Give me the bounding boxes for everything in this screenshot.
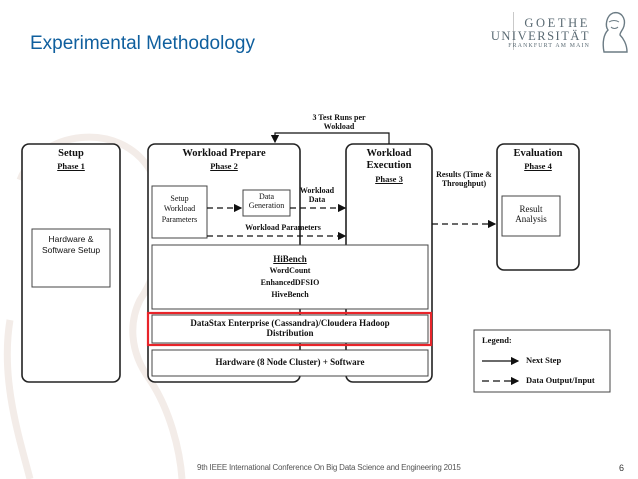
distribution-highlight	[146, 311, 433, 347]
arrow-test-runs-loop	[270, 132, 390, 144]
legend-title: Legend:	[482, 335, 512, 345]
result-analysis-label: Result Analysis	[515, 204, 547, 225]
phase-title-evaluation: Evaluation	[513, 148, 563, 159]
hibench-item-wordcount: WordCount	[269, 266, 311, 275]
phase-label-4: Phase 4	[524, 161, 552, 171]
data-generation-box	[242, 189, 291, 217]
legend-data-io: Data Output/Input	[526, 375, 595, 385]
hw-sw-setup-label: Hardware & Software Setup	[41, 234, 101, 256]
hibench-item-hivebench: HiveBench	[271, 290, 309, 299]
logo-frankfurt: FRANKFURT AM MAIN	[508, 43, 590, 49]
hardware-cluster-box	[151, 349, 429, 377]
logo-universitaet: UNIVERSITÄT	[490, 29, 590, 43]
workload-data-label: Workload Data	[299, 186, 335, 205]
phase-label-2: Phase 2	[210, 161, 238, 171]
workload-parameters-label: Workload Parameters	[245, 223, 321, 232]
logo-divider	[513, 12, 514, 50]
logo-goethe: GOETHE	[524, 16, 590, 30]
goethe-portrait-logo-icon	[602, 11, 628, 53]
hibench-item-enhanceddfsio: EnhancedDFSIO	[260, 278, 320, 287]
setup-workload-params-box	[151, 185, 208, 239]
data-generation-label: Data Generation	[248, 192, 285, 211]
hibench-title: HiBench	[273, 254, 307, 264]
phase-label-3: Phase 3	[375, 174, 403, 184]
result-analysis-box	[501, 195, 561, 237]
legend-next-step: Next Step	[526, 355, 562, 365]
results-label: Results (Time & Throughput)	[436, 170, 492, 189]
phase-title-prepare: Workload Prepare	[182, 148, 266, 159]
distribution-box	[151, 314, 429, 344]
footer-conference: 9th IEEE International Conference On Big…	[197, 463, 461, 472]
top-note-test-runs: 3 Test Runs per Wokload	[312, 113, 366, 132]
phase-title-setup: Setup	[58, 148, 84, 159]
distribution-label: DataStax Enterprise (Cassandra)/Cloudera…	[190, 318, 390, 339]
phase-title-execution: Workload Execution	[366, 148, 412, 172]
hw-sw-setup-box	[31, 228, 111, 288]
phase-label-1: Phase 1	[57, 161, 85, 171]
slide-title: Experimental Methodology	[30, 33, 255, 54]
hardware-cluster-label: Hardware (8 Node Cluster) + Software	[215, 357, 365, 367]
page-number: 6	[619, 463, 625, 473]
setup-workload-params-label: Setup Workload Parameters	[161, 194, 198, 224]
hibench-box	[151, 244, 429, 310]
